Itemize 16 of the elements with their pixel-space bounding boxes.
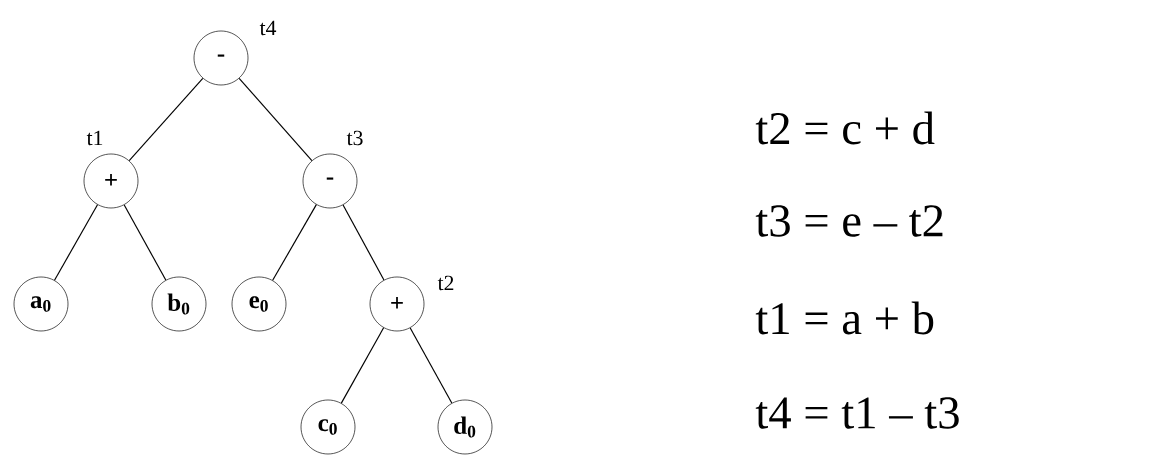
tree-edge xyxy=(123,204,167,281)
node-label: t4 xyxy=(259,20,277,36)
tree-edge xyxy=(128,77,204,162)
node-label: t2 xyxy=(437,275,454,291)
equation: t2 = c + d xyxy=(755,111,935,145)
tree-edge xyxy=(342,204,385,281)
tree-edge xyxy=(340,327,385,404)
node-label: t1 xyxy=(86,130,103,146)
equation: t1 = a + b xyxy=(755,301,934,335)
equation: t4 = t1 – t3 xyxy=(755,397,959,429)
node-label: t3 xyxy=(346,130,363,146)
equation: t3 = e – t2 xyxy=(755,205,943,237)
tree-edge xyxy=(272,204,317,281)
tree-edge xyxy=(53,204,99,281)
tree-edge xyxy=(238,77,313,162)
tree-edge xyxy=(409,327,453,404)
